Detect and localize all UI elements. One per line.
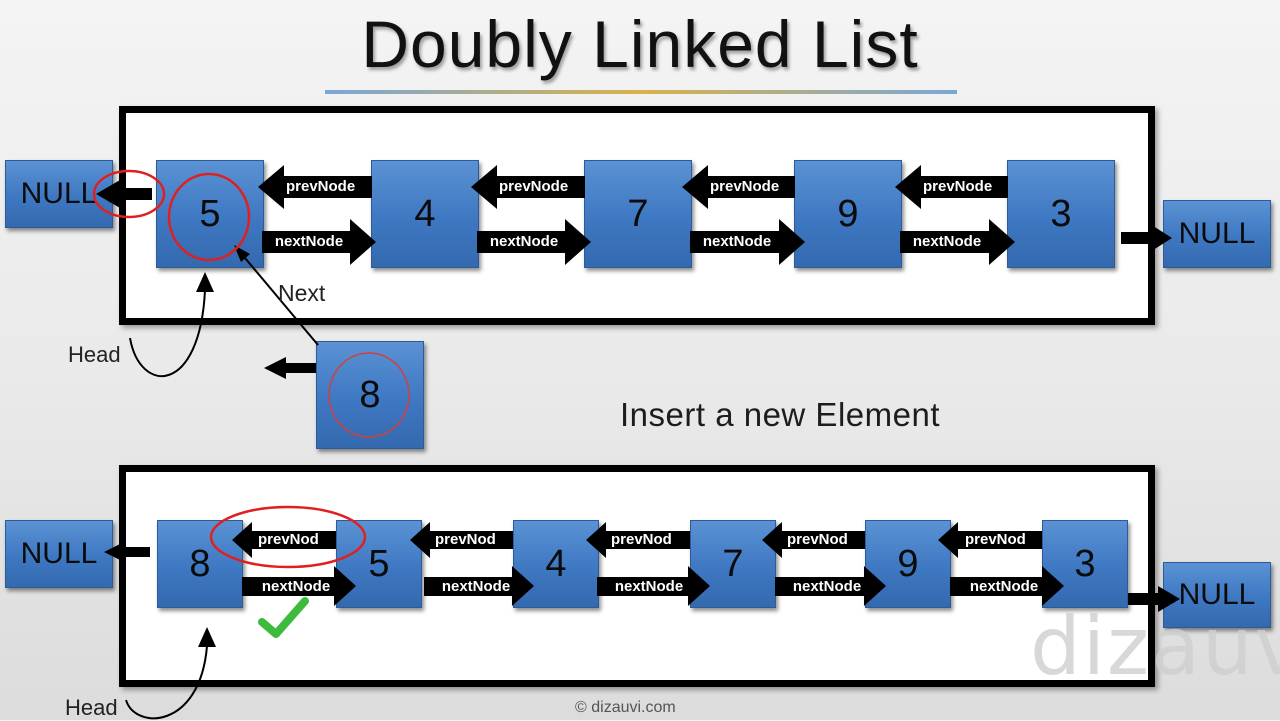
top-node-1: 5: [156, 160, 264, 268]
node-value: 5: [368, 542, 390, 585]
bottom-node-1: 8: [157, 520, 243, 608]
bottom-node-2: 5: [336, 520, 422, 608]
node-value: 7: [627, 192, 649, 235]
prev-node-label: prevNode: [499, 178, 569, 195]
page-title: Doubly Linked List: [361, 7, 919, 81]
next-node-label: nextNode: [261, 578, 331, 595]
next-node-label: nextNode: [614, 578, 684, 595]
next-pointer-label: Next: [278, 280, 326, 306]
new-node: 8: [316, 341, 424, 449]
prev-node-label: prevNode: [923, 178, 993, 195]
node-value: 9: [837, 192, 859, 235]
subtitle: Insert a new Element: [620, 396, 940, 433]
null-box-right-bottom: NULL: [1163, 562, 1271, 628]
node-value: 4: [414, 192, 436, 235]
next-node-label: nextNode: [489, 233, 559, 250]
watermark-logo: dizauvi: [1030, 600, 1280, 693]
node-value: 4: [545, 542, 567, 585]
top-node-5: 3: [1007, 160, 1115, 268]
next-node-label: nextNode: [441, 578, 511, 595]
prev-node-label: prevNode: [710, 178, 780, 195]
top-node-4: 9: [794, 160, 902, 268]
bottom-node-5: 9: [865, 520, 951, 608]
next-node-label: nextNode: [274, 233, 344, 250]
head-label-top: Head: [68, 342, 121, 367]
prev-node-label: prevNode: [286, 178, 356, 195]
prev-node-label: prevNod: [435, 531, 496, 548]
next-node-label: nextNode: [792, 578, 862, 595]
prev-node-label: prevNod: [787, 531, 848, 548]
node-value: 8: [189, 542, 211, 585]
next-node-label: nextNode: [912, 233, 982, 250]
null-box-left-top: NULL: [5, 160, 113, 228]
node-value: 3: [1074, 542, 1096, 585]
node-value: 3: [1050, 192, 1072, 235]
prev-node-label: prevNod: [611, 531, 672, 548]
prev-node-label: prevNod: [258, 531, 319, 548]
title-underline: [325, 90, 957, 94]
node-value: 7: [722, 542, 744, 585]
prev-node-label: prevNod: [965, 531, 1026, 548]
head-label-bottom: Head: [65, 695, 118, 720]
top-node-3: 7: [584, 160, 692, 268]
node-value: 5: [199, 192, 221, 235]
next-node-label: nextNode: [702, 233, 772, 250]
node-value: 9: [897, 542, 919, 585]
copyright-text: © dizauvi.com: [575, 699, 676, 716]
bottom-node-4: 7: [690, 520, 776, 608]
bottom-list-frame: [119, 465, 1155, 687]
new-node-prev-arrow: [264, 357, 316, 379]
null-box-left-bottom: NULL: [5, 520, 113, 588]
null-box-right-top: NULL: [1163, 200, 1271, 268]
top-node-2: 4: [371, 160, 479, 268]
node-value: 8: [359, 373, 381, 416]
next-node-label: nextNode: [969, 578, 1039, 595]
